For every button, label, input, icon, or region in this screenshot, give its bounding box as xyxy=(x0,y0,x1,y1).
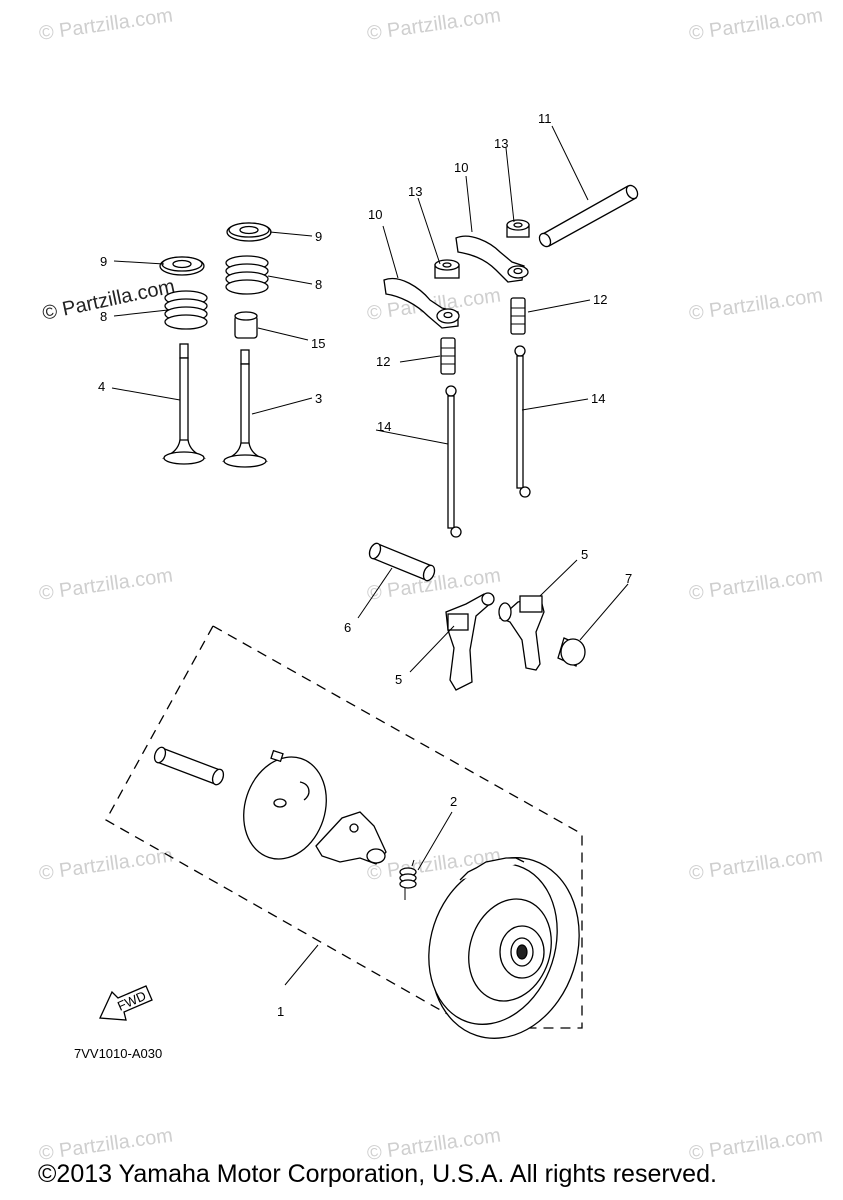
forward-direction-arrow: FWD xyxy=(99,985,153,1021)
watermark: © Partzilla.com xyxy=(366,1124,503,1165)
push-rod-left xyxy=(445,385,462,538)
valve-adjuster-left xyxy=(440,337,456,375)
watermark-dark: © Partzilla.com xyxy=(40,275,176,325)
callout-13-left: 13 xyxy=(408,184,422,199)
callout-2: 2 xyxy=(450,794,457,809)
callout-8-left: 8 xyxy=(100,309,107,324)
rocker-arm-right xyxy=(455,235,529,283)
callout-14-left: 14 xyxy=(377,419,391,434)
callout-3: 3 xyxy=(315,391,322,406)
cam-follower-left xyxy=(445,592,495,691)
intake-valve xyxy=(222,349,268,468)
watermark: © Partzilla.com xyxy=(688,564,825,605)
callout-10-left: 10 xyxy=(368,207,382,222)
rocker-collar-right xyxy=(506,219,530,238)
watermark: © Partzilla.com xyxy=(688,1124,825,1165)
callout-11: 11 xyxy=(538,111,552,126)
valve-stem-seal xyxy=(234,311,258,339)
callout-7: 7 xyxy=(625,571,632,586)
watermark: © Partzilla.com xyxy=(366,4,503,45)
callout-1: 1 xyxy=(277,1004,284,1019)
decompression-spring xyxy=(399,859,417,900)
push-rod-right xyxy=(514,345,531,498)
watermark: © Partzilla.com xyxy=(688,844,825,885)
copyright-notice: ©2013 Yamaha Motor Corporation, U.S.A. A… xyxy=(38,1160,717,1188)
cam-follower-right xyxy=(498,595,545,671)
valve-spring-right xyxy=(225,255,269,295)
exhaust-valve xyxy=(162,343,206,465)
watermark: © Partzilla.com xyxy=(38,844,175,885)
rocker-arm-group xyxy=(383,184,639,538)
callout-6: 6 xyxy=(344,620,351,635)
callout-15: 15 xyxy=(311,336,325,351)
valve-retainer-left xyxy=(159,256,205,276)
callout-8-right: 8 xyxy=(315,277,322,292)
callout-5-right: 5 xyxy=(581,547,588,562)
valve-spring-left xyxy=(164,290,208,330)
watermark: © Partzilla.com xyxy=(688,284,825,325)
leader-lines xyxy=(111,125,629,986)
callout-12-left: 12 xyxy=(376,354,390,369)
valve-adjuster-right xyxy=(510,297,526,335)
camshaft-assembly: FWD xyxy=(99,625,583,1039)
callout-labels: 1 2 3 4 5 5 6 7 8 8 9 9 10 10 11 12 12 1… xyxy=(98,111,632,1019)
watermark: © Partzilla.com xyxy=(688,4,825,45)
fwd-label: FWD xyxy=(115,988,148,1014)
decompression-plate xyxy=(243,749,327,860)
decompression-pin xyxy=(153,746,225,786)
cam-follower-group xyxy=(368,542,586,691)
callout-4: 4 xyxy=(98,379,105,394)
rocker-arm-left xyxy=(383,277,460,329)
camshaft-gear xyxy=(428,857,580,1039)
rocker-shaft xyxy=(538,184,639,248)
callout-9-left: 9 xyxy=(100,254,107,269)
callout-12-right: 12 xyxy=(593,292,607,307)
rocker-collar-left xyxy=(434,259,460,279)
watermark-grid: © Partzilla.com © Partzilla.com © Partzi… xyxy=(38,4,825,1165)
cam-follower-collar xyxy=(557,637,586,667)
watermark: © Partzilla.com xyxy=(38,1124,175,1165)
callout-5-left: 5 xyxy=(395,672,402,687)
callout-13-right: 13 xyxy=(494,136,508,151)
callout-10-right: 10 xyxy=(454,160,468,175)
valve-retainer-right xyxy=(226,222,272,242)
decompression-lever xyxy=(315,811,387,865)
valve-group xyxy=(159,222,272,468)
callout-14-right: 14 xyxy=(591,391,605,406)
watermark: © Partzilla.com xyxy=(38,564,175,605)
cam-follower-shaft xyxy=(368,542,436,582)
figure-code: 7VV1010-A030 xyxy=(74,1046,163,1061)
callout-9-right: 9 xyxy=(315,229,322,244)
watermark: © Partzilla.com xyxy=(38,4,175,45)
